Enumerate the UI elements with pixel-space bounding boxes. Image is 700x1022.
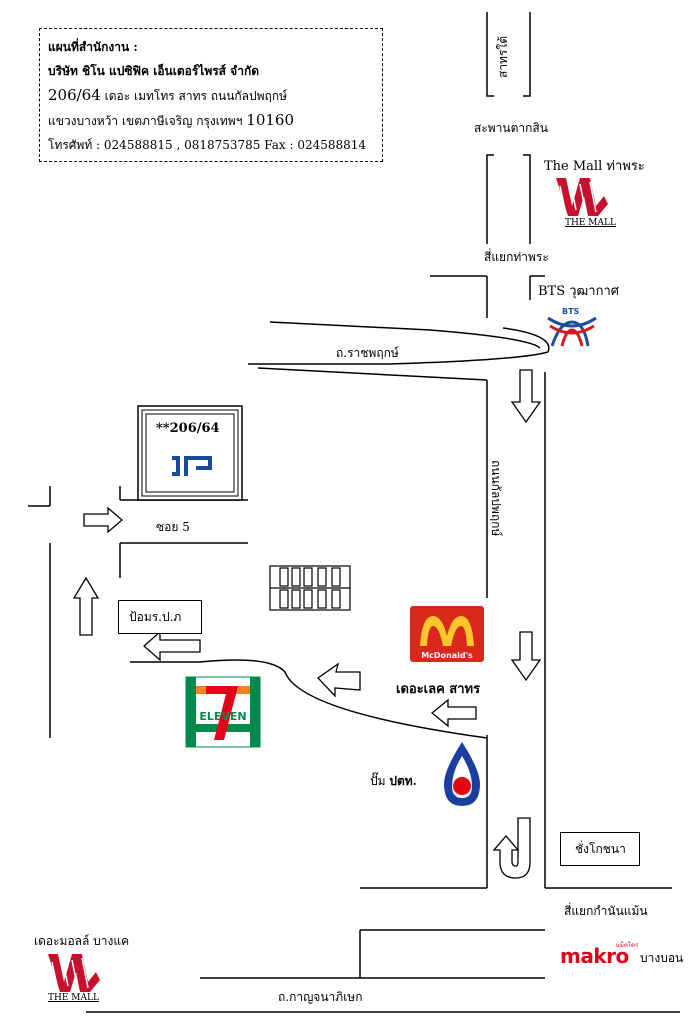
label-the-lake: เดอะเลค สาทร [396, 682, 481, 697]
seven-eleven-logo [185, 676, 261, 748]
mall-logo [556, 178, 608, 216]
label-ratchaphruek: ถ.ราชพฤกษ์ [336, 346, 399, 360]
address-number: 206/64 [48, 86, 101, 104]
label-sathorn-tai: สาทรใต้ [496, 35, 510, 78]
seven-eleven-text: ELEVEN [199, 710, 246, 723]
bts-logo-text: BTS [562, 307, 580, 316]
arrow-up-left [72, 576, 100, 636]
office-info-box: แผนที่สำนักงาน : บริษัท ชิโน แปซิฟิค เอ็… [39, 28, 383, 162]
label-ptt-pump: ปั๊ม ปตท. [370, 774, 417, 788]
mall-caption-thapra: THE MALL [565, 218, 616, 228]
label-chang: ชั่งโกชนา [575, 842, 626, 856]
label-bts: BTS วุฒากาศ [538, 284, 620, 299]
office-box [137, 405, 243, 501]
mall-logo-bottom [48, 954, 100, 992]
arrow-down-2 [510, 631, 542, 682]
police-box: ป้อมร.ป.ภ [118, 600, 202, 634]
arrow-left-lake [317, 662, 361, 698]
district-line: แขวงบางหว้า เขตภาษีเจริญ กรุงเทพฯ 10160 [48, 108, 382, 133]
company-name: บริษัท ชิโน แปซิฟิค เอ็นเตอร์ไพรส์ จำกัด [48, 64, 260, 78]
company-logo [172, 456, 212, 476]
label-bang-bon: บางบอน [640, 951, 684, 965]
arrow-left-lake2 [430, 698, 477, 728]
bts-logo [547, 316, 597, 347]
mall-caption-bangkhae: THE MALL [48, 993, 99, 1003]
label-ptt: ปตท. [389, 774, 417, 788]
label-kanlapaphruek: ถนนกัลปพฤกษ์ [489, 460, 503, 537]
chang-box: ชั่งโกชนา [560, 832, 640, 866]
info-title: แผนที่สำนักงาน : [48, 40, 138, 54]
phone-line: โทรศัพท์ : 024588815 , 0818753785 Fax : … [48, 138, 367, 152]
uturn-arrow [492, 817, 531, 879]
address-line: 206/64 เดอะ เมทโทร สาทร ถนนกัลปพฤกษ์ [48, 83, 382, 108]
makro-logo: makro [560, 944, 629, 968]
label-thapra-junction: สี่แยกท่าพระ [484, 250, 549, 264]
label-taksin-bridge: สะพานตากสิน [474, 121, 548, 135]
label-mall-thapra: The Mall ท่าพระ [544, 159, 645, 174]
ptt-logo [444, 742, 480, 806]
mcdonalds-text: McDonald's [421, 651, 473, 660]
label-pump: ปั๊ม [370, 774, 386, 788]
arrow-left-police [143, 630, 201, 662]
building-block [269, 565, 351, 611]
arrow-down-1 [510, 369, 542, 424]
label-kanchanaphisek: ถ.กาญจนาภิเษก [278, 990, 363, 1004]
mcdonalds-logo [410, 606, 484, 662]
postcode: 10160 [246, 111, 295, 129]
label-kamnan-maen: สี่แยกกำนันแม้น [564, 904, 648, 918]
district: แขวงบางหว้า เขตภาษีเจริญ กรุงเทพฯ [48, 114, 243, 128]
label-mall-bangkhae: เดอะมอลล์ บางแค [34, 934, 130, 948]
label-soi5: ซอย 5 [156, 520, 190, 534]
label-police-box: ป้อมร.ป.ภ [129, 610, 182, 624]
makro-sub-text: แม็คโคร [616, 942, 639, 949]
address-rest: เดอะ เมทโทร สาทร ถนนกัลปพฤกษ์ [104, 89, 287, 103]
arrow-right-soi [83, 506, 123, 534]
label-office-number: **206/64 [156, 421, 220, 436]
